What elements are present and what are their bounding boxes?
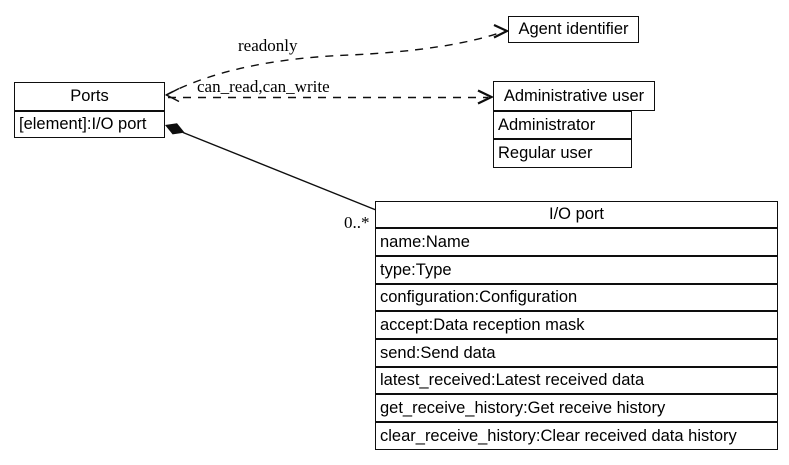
edge-label-can-read-can-write: can_read,can_write — [197, 77, 330, 96]
class-node-io-port-header: I/O port — [375, 201, 778, 228]
class-node-admin-user-attribute: Administrator — [493, 111, 632, 139]
attribute-label: Administrator — [498, 115, 596, 134]
class-node-io-port-attribute: latest_received:Latest received data — [375, 367, 778, 394]
edge-label-readonly: readonly — [238, 36, 298, 55]
ports-end-arrowhead-icon — [164, 87, 180, 103]
class-title: Administrative user — [503, 86, 645, 105]
attribute-label: accept:Data reception mask — [380, 315, 585, 334]
attribute-label: get_receive_history:Get receive history — [380, 398, 666, 417]
class-node-ports-attribute: [element]:I/O port — [14, 111, 165, 138]
can-read-write-arrowhead-icon — [477, 89, 495, 105]
readonly-arrowhead-icon — [493, 24, 510, 39]
class-node-io-port-attribute: send:Send data — [375, 339, 778, 367]
composition-edge-line — [182, 131, 377, 211]
class-node-agent-identifier: Agent identifier — [508, 16, 639, 43]
class-title: Agent identifier — [518, 20, 629, 39]
attribute-label: send:Send data — [380, 343, 496, 362]
class-title: Ports — [70, 87, 109, 106]
class-node-ports-header: Ports — [14, 82, 165, 111]
attribute-label: Regular user — [498, 144, 593, 163]
composition-diamond-icon — [165, 123, 185, 135]
class-node-io-port-attribute: type:Type — [375, 256, 778, 284]
class-node-admin-user-attribute: Regular user — [493, 139, 632, 168]
class-node-io-port-attribute: clear_receive_history:Clear received dat… — [375, 422, 778, 450]
edge-label-multiplicity: 0..* — [344, 213, 370, 232]
attribute-label: type:Type — [380, 260, 452, 279]
attribute-label: clear_receive_history:Clear received dat… — [380, 426, 737, 445]
class-node-io-port-attribute: accept:Data reception mask — [375, 311, 778, 339]
class-node-io-port-attribute: get_receive_history:Get receive history — [375, 394, 778, 422]
attribute-label: [element]:I/O port — [19, 115, 147, 134]
class-node-io-port-attribute: name:Name — [375, 228, 778, 256]
attribute-label: name:Name — [380, 232, 470, 251]
class-node-admin-user-header: Administrative user — [493, 81, 655, 111]
class-title: I/O port — [548, 205, 605, 224]
attribute-label: latest_received:Latest received data — [380, 371, 645, 390]
class-node-io-port-attribute: configuration:Configuration — [375, 284, 778, 311]
attribute-label: configuration:Configuration — [380, 288, 578, 307]
